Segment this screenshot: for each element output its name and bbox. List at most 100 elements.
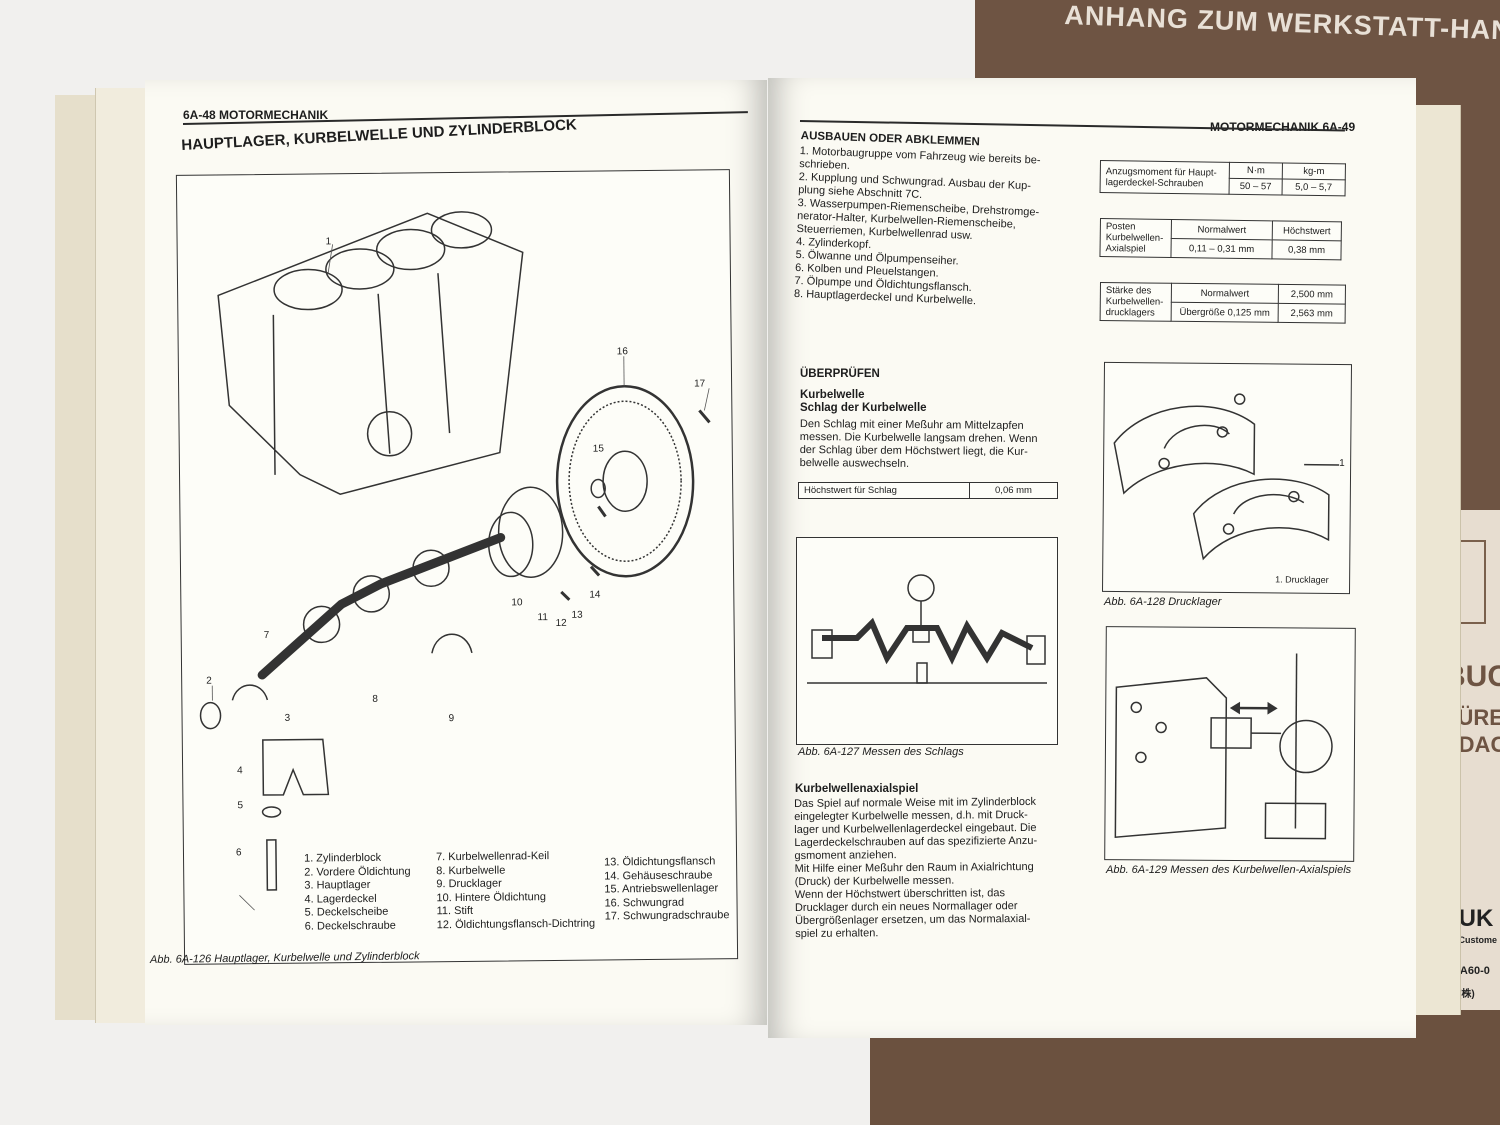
legend-item: 4. Lagerdeckel: [304, 892, 377, 906]
legend-item: 13. Öldichtungsflansch: [604, 855, 716, 869]
axial-title: Kurbelwellenaxialspiel: [795, 783, 919, 795]
fig128-callout-1: 1: [1339, 457, 1345, 470]
thrust-bearing-illustration: [1113, 393, 1340, 561]
axial-play-label-line: Kurbelwellen-: [1105, 232, 1164, 244]
runout-line: belwelle auswechseln.: [799, 456, 910, 470]
figure-128-caption: Abb. 6A-128 Drucklager: [1104, 596, 1222, 608]
thrust-bearing: [431, 633, 473, 654]
callout-5: 5: [237, 800, 244, 812]
thrust-normal-label: Normalwert: [1171, 283, 1279, 304]
axial-text: Das Spiel auf normale Weise mit im Zylin…: [794, 796, 1038, 941]
inspect-title: ÜBERPRÜFEN: [800, 368, 880, 380]
figure-129-caption: Abb. 6A-129 Messen des Kurbelwellen-Axia…: [1106, 864, 1352, 876]
torque-label: Anzugsmoment für Haupt- lagerdeckel-Schr…: [1100, 160, 1230, 195]
callout-11: 11: [537, 612, 548, 624]
thrust-normal-value: 2,500 mm: [1278, 284, 1346, 305]
card-text-7: (株): [1458, 989, 1475, 1000]
legend-item: 15. Antriebswellenlager: [604, 882, 719, 896]
legend-item: 16. Schwungrad: [604, 896, 685, 909]
thrust-label-line: Stärke des: [1105, 285, 1152, 297]
runout-text: Den Schlag mit einer Meßuhr am Mittelzap…: [800, 418, 1038, 472]
callout-16: 16: [616, 346, 628, 358]
torque-label-line: lagerdeckel-Schrauben: [1105, 176, 1204, 189]
cylinder-bore-3: [375, 228, 446, 271]
dial-gauge-129: [1279, 719, 1333, 774]
callout-7: 7: [263, 629, 270, 642]
axial-play-spec-table: Posten Kurbelwellen- Axialspiel Normalwe…: [1099, 218, 1342, 261]
axial-line: spiel zu erhalten.: [795, 927, 879, 940]
bearing-cap: [262, 738, 330, 796]
dial-gauge: [907, 574, 935, 602]
crankshaft-title: Kurbelwelle: [800, 389, 865, 401]
removal-steps: 1. Motorbaugruppe vom Fahrzeug wie berei…: [794, 145, 1042, 311]
callout-4: 4: [237, 765, 243, 777]
figure-127-caption: Abb. 6A-127 Messen des Schlags: [798, 746, 964, 758]
axial-line: Mit Hilfe einer Meßuhr den Raum in Axial…: [794, 860, 1034, 875]
torque-spec-table: Anzugsmoment für Haupt- lagerdeckel-Schr…: [1099, 160, 1346, 197]
legend-item: 14. Gehäuseschraube: [604, 868, 713, 882]
axial-play-label-line: Posten: [1105, 221, 1136, 233]
torque-value-nm: 50 – 57: [1229, 178, 1283, 196]
thrust-label-line: Kurbelwellen-: [1105, 296, 1164, 308]
legend-item: 1. Zylinderblock: [303, 851, 382, 865]
cylinder-bore-2: [325, 248, 395, 290]
callout-1: 1: [325, 236, 332, 248]
callout-13: 13: [571, 609, 583, 621]
callout-15: 15: [592, 443, 604, 455]
cap-bolt: [266, 839, 278, 891]
cap-washer: [261, 806, 282, 818]
callout-9: 9: [448, 713, 455, 725]
front-oil-seal: [199, 701, 222, 730]
runout-measurement-illustration: [807, 574, 1047, 684]
callout-3: 3: [284, 712, 291, 724]
thrust-label-line: drucklagers: [1105, 307, 1155, 319]
engine-block-illustration: [199, 211, 711, 911]
pilot-bearing: [590, 478, 606, 499]
cylinder-bore-4: [430, 211, 493, 249]
left-page-stack: [95, 88, 151, 1023]
callout-8: 8: [372, 693, 379, 705]
cylinder-bore-1: [273, 268, 343, 311]
legend-item: 12. Öldichtungsflansch-Dichtring: [436, 917, 596, 931]
axial-play-label-line: Axialspiel: [1105, 243, 1146, 255]
callout-12: 12: [555, 617, 567, 629]
oil-seal-flange: [497, 486, 564, 578]
legend-item: 17. Schwungradschraube: [604, 909, 730, 923]
left-page-header: 6A-48 MOTORMECHANIK: [183, 108, 329, 122]
torque-value-kgm: 5,0 – 5,7: [1282, 179, 1346, 196]
axial-play-max-value: 0,38 mm: [1271, 239, 1342, 260]
thrust-oversize-label: Übergröße 0,125 mm: [1171, 302, 1279, 323]
exploded-view-figure: 1 2 3 4 5 6 7 8 9 10 11 12 13 14 15 16 1…: [175, 169, 739, 965]
callout-2: 2: [206, 675, 212, 687]
axial-play-measurement-illustration: [1114, 653, 1333, 840]
runout-title: Schlag der Kurbelwelle: [800, 402, 927, 414]
legend-item: 6. Deckelschraube: [304, 919, 396, 933]
legend-item: 5. Deckelscheibe: [304, 905, 389, 919]
runout-value: 0,06 mm: [969, 482, 1058, 499]
figure-127-runout: [796, 537, 1058, 745]
axial-line: Lagerdeckelschrauben auf das spezifizier…: [794, 834, 1038, 849]
callout-17: 17: [694, 378, 706, 390]
callout-14: 14: [589, 589, 601, 601]
thrust-oversize-value: 2,563 mm: [1278, 303, 1346, 324]
figure-128-thrust-bearing: 1 1. Drucklager: [1102, 361, 1352, 595]
crankshaft: [257, 533, 506, 680]
axial-play-normal-header: Normalwert: [1171, 219, 1273, 240]
legend-item: 2. Vordere Öldichtung: [304, 865, 411, 879]
thrust-label: Stärke des Kurbelwellen- drucklagers: [1100, 282, 1172, 322]
callout-10: 10: [511, 597, 523, 609]
legend-column-2: 7. Kurbelwellenrad-Keil 8. Kurbelwelle 9…: [436, 850, 595, 933]
main-bearing: [231, 684, 269, 701]
torque-unit-nm: N·m: [1229, 162, 1283, 180]
runout-label: Höchstwert für Schlag: [798, 482, 970, 499]
callout-6: 6: [235, 847, 242, 859]
torque-unit-kgm: kg-m: [1282, 163, 1346, 180]
axial-play-normal-value: 0,11 – 0,31 mm: [1170, 238, 1273, 259]
runout-spec-table: Höchstwert für Schlag 0,06 mm: [798, 482, 1058, 499]
figure-129-axial-play: [1104, 626, 1356, 862]
axial-play-label: Posten Kurbelwellen- Axialspiel: [1099, 218, 1172, 258]
axial-line: Übergrößenlager ersetzen, um das Normala…: [795, 912, 1031, 927]
axial-play-max-header: Höchstwert: [1272, 220, 1342, 241]
legend-column-1: 1. Zylinderblock 2. Vordere Öldichtung 3…: [304, 852, 411, 934]
card-text-5: for Custome: [1444, 935, 1498, 945]
